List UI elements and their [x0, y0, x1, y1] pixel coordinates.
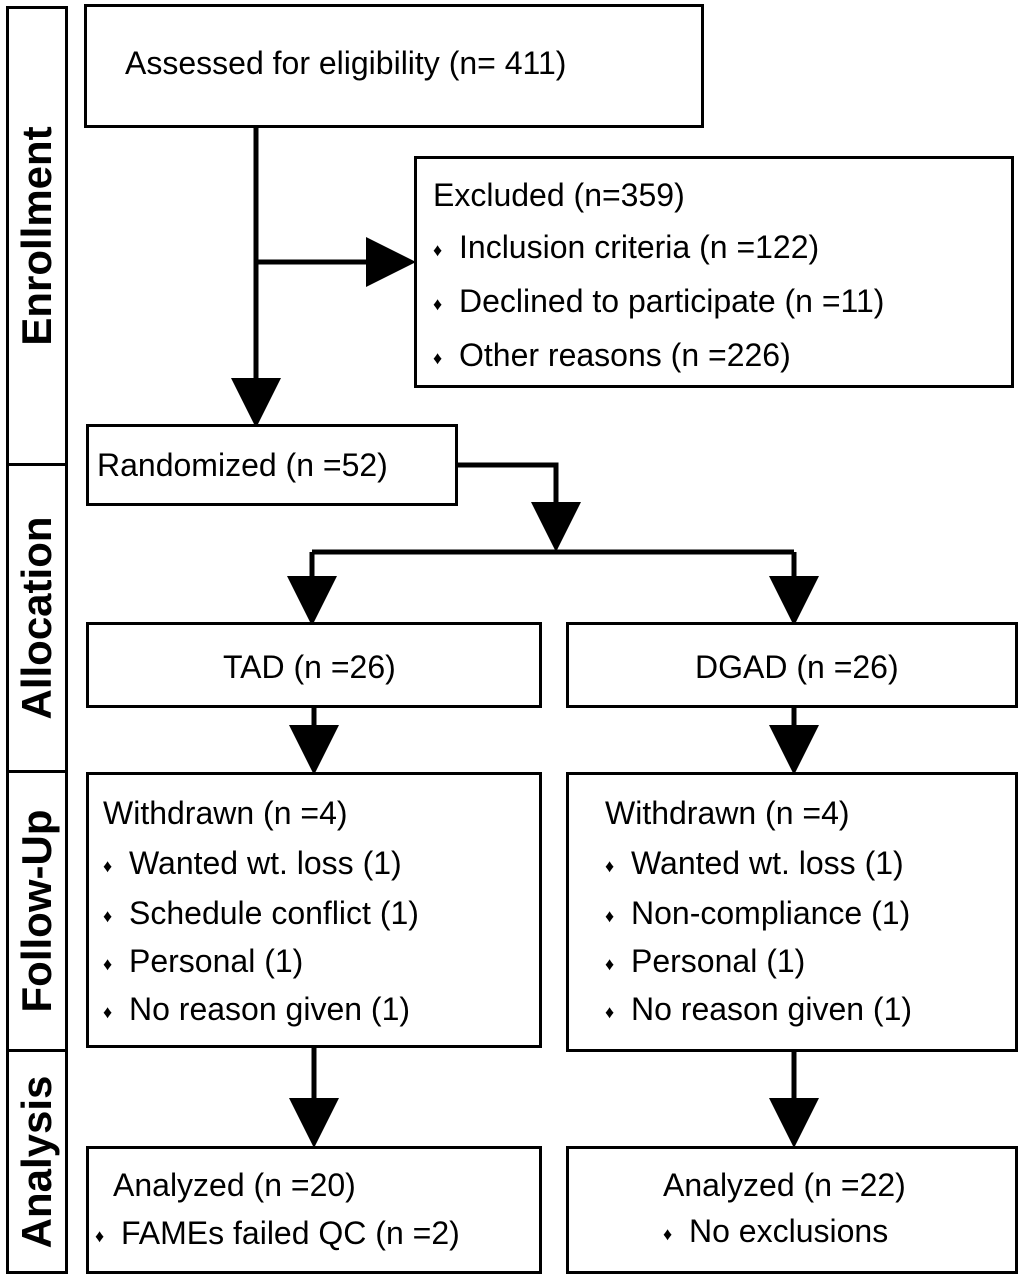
bullet-icon: ♦	[605, 953, 615, 974]
tad-withdrawn-box: Withdrawn (n =4) ♦Wanted wt. loss (1) ♦S…	[86, 772, 542, 1048]
excluded-title: Excluded (n=359)	[433, 177, 685, 213]
tad-analyzed-title: Analyzed (n =20)	[113, 1167, 356, 1203]
dgad-analyzed-title: Analyzed (n =22)	[663, 1167, 906, 1203]
dgad-allocation-text: DGAD (n =26)	[695, 649, 899, 685]
tad-allocation-box: TAD (n =26)	[86, 622, 542, 708]
dgad-allocation-box: DGAD (n =26)	[566, 622, 1018, 708]
bullet-icon: ♦	[95, 1225, 105, 1246]
bullet-icon: ♦	[433, 293, 443, 314]
dgad-analyzed-item: ♦No exclusions	[663, 1213, 889, 1249]
excluded-item: ♦Declined to participate (n =11)	[433, 283, 885, 319]
assessed-text: Assessed for eligibility (n= 411)	[125, 45, 567, 81]
dgad-withdrawn-box: Withdrawn (n =4) ♦Wanted wt. loss (1) ♦N…	[566, 772, 1018, 1052]
tad-allocation-text: TAD (n =26)	[223, 649, 396, 685]
excluded-box: Excluded (n=359) ♦Inclusion criteria (n …	[414, 156, 1014, 388]
tad-analyzed-item: ♦FAMEs failed QC (n =2)	[95, 1215, 460, 1251]
bullet-icon: ♦	[663, 1223, 673, 1244]
randomized-text: Randomized (n =52)	[97, 447, 388, 483]
tad-withdrawn-item: ♦No reason given (1)	[103, 991, 411, 1027]
tad-withdrawn-title: Withdrawn (n =4)	[103, 795, 348, 831]
bullet-icon: ♦	[103, 1001, 113, 1022]
bullet-icon: ♦	[103, 855, 113, 876]
bullet-icon: ♦	[605, 1001, 615, 1022]
tad-withdrawn-item: ♦Personal (1)	[103, 943, 304, 979]
dgad-withdrawn-title: Withdrawn (n =4)	[605, 795, 850, 831]
excluded-item: ♦Other reasons (n =226)	[433, 337, 791, 373]
assessed-box: Assessed for eligibility (n= 411)	[84, 4, 704, 128]
bullet-icon: ♦	[605, 855, 615, 876]
dgad-withdrawn-item: ♦Non-compliance (1)	[605, 895, 911, 931]
bullet-icon: ♦	[433, 347, 443, 368]
randomized-box: Randomized (n =52)	[86, 424, 458, 506]
bullet-icon: ♦	[103, 905, 113, 926]
tad-analyzed-box: Analyzed (n =20) ♦FAMEs failed QC (n =2)	[86, 1146, 542, 1274]
dgad-withdrawn-item: ♦Wanted wt. loss (1)	[605, 845, 904, 881]
bullet-icon: ♦	[605, 905, 615, 926]
tad-withdrawn-item: ♦Wanted wt. loss (1)	[103, 845, 402, 881]
dgad-withdrawn-item: ♦Personal (1)	[605, 943, 806, 979]
dgad-withdrawn-item: ♦No reason given (1)	[605, 991, 913, 1027]
tad-withdrawn-item: ♦Schedule conflict (1)	[103, 895, 419, 931]
stage-analysis: Analysis	[6, 1049, 68, 1274]
bullet-icon: ♦	[103, 953, 113, 974]
dgad-analyzed-box: Analyzed (n =22) ♦No exclusions	[566, 1146, 1018, 1274]
arrow-randomized-to-split	[458, 462, 559, 542]
excluded-item: ♦Inclusion criteria (n =122)	[433, 229, 820, 265]
bullet-icon: ♦	[433, 239, 443, 260]
